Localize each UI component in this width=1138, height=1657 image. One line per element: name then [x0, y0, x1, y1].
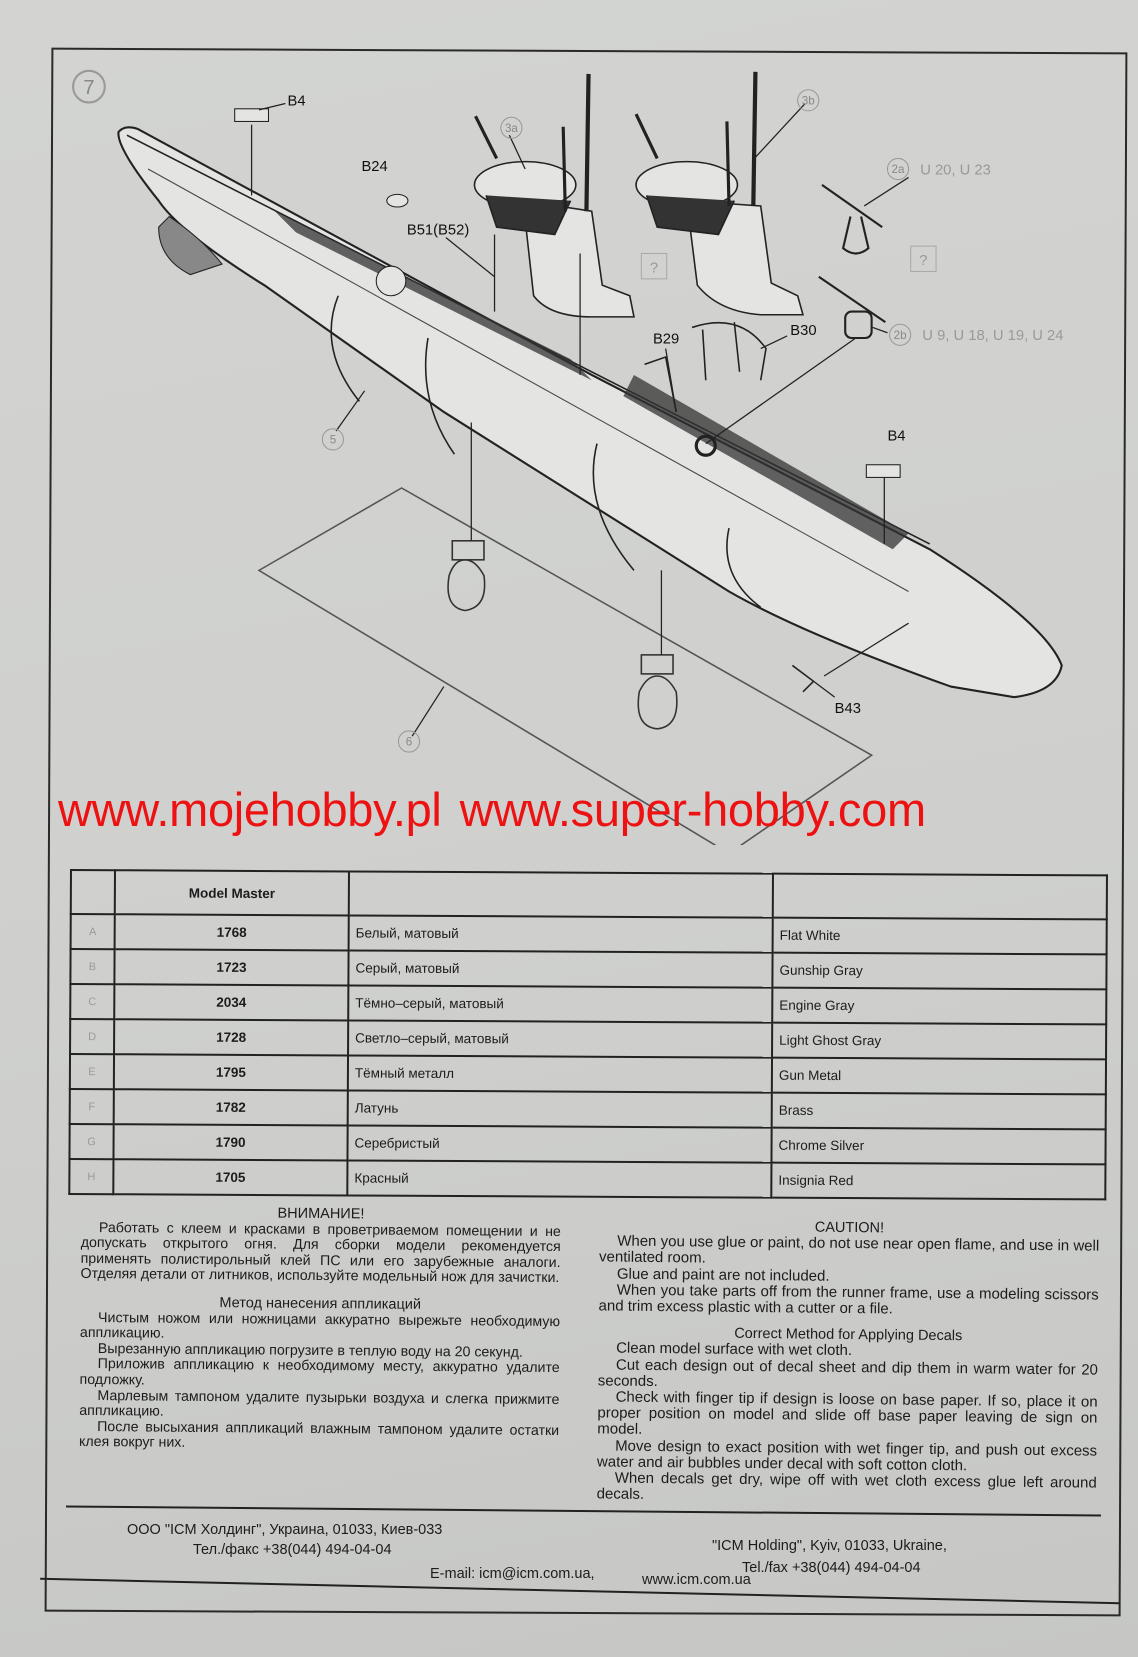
- paint-name-ru: Светло–серый, матовый: [348, 1020, 773, 1058]
- footer-ru-phone: Тел./факс +38(044) 494-04-04: [193, 1542, 392, 1558]
- paint-marker-2: ?: [919, 253, 927, 269]
- label-3a: 3a: [505, 122, 518, 135]
- label-3b: 3b: [802, 95, 815, 108]
- label-2a: 2a: [892, 163, 905, 176]
- label-b29: B29: [653, 331, 679, 347]
- paint-name-ru: Красный: [347, 1160, 772, 1198]
- paint-code: 1795: [113, 1054, 349, 1091]
- part-b4-bottom: [865, 464, 901, 478]
- paint-name-en: Chrome Silver: [771, 1127, 1106, 1165]
- paint-letter: D: [70, 1019, 115, 1055]
- paint-name-ru: Белый, матовый: [348, 915, 773, 953]
- variants-2a: U 20, U 23: [920, 162, 991, 178]
- header-model-master: Model Master: [114, 870, 349, 916]
- railing-b29-b30: [644, 321, 767, 413]
- paint-name-ru: Серый, матовый: [348, 950, 773, 988]
- paint-name-en: Brass: [771, 1092, 1106, 1130]
- header-en: [772, 873, 1107, 920]
- paint-letter: C: [70, 984, 115, 1020]
- conning-tower-3a: [473, 73, 635, 318]
- paint-code: 1723: [114, 949, 349, 986]
- en-caution-text: When you take parts off from the runner …: [598, 1281, 1099, 1318]
- label-b24: B24: [361, 159, 387, 175]
- paint-name-en: Insignia Red: [771, 1162, 1106, 1200]
- paint-marker-1: ?: [650, 261, 658, 277]
- ru-decal-step: Приложив аппликацию к необходимому месту…: [79, 1356, 560, 1389]
- ru-decal-step: После высыхания аппликаций влажным тампо…: [78, 1418, 560, 1452]
- variants-2b: U 9, U 18, U 19, U 24: [922, 328, 1063, 344]
- footer-en-phone: Tel./fax +38(044) 494-04-04: [742, 1560, 921, 1576]
- label-b30: B30: [790, 323, 816, 339]
- paint-code: 1728: [114, 1019, 349, 1056]
- conning-tower-3b: [634, 71, 805, 316]
- paint-name-en: Light Ghost Gray: [772, 1022, 1107, 1060]
- footer-email: E-mail: icm@icm.com.ua,: [430, 1566, 595, 1582]
- paint-name-en: Flat White: [772, 917, 1107, 955]
- ru-decal-step: Марлевым тампоном удалите пузырьки возду…: [79, 1387, 560, 1420]
- step-number-badge: 7: [72, 69, 106, 104]
- label-2b: 2b: [894, 329, 907, 342]
- label-5: 5: [330, 434, 336, 447]
- watermark-site-1: www.mojehobby.pl: [58, 783, 442, 836]
- footer-website: www.icm.com.ua: [642, 1572, 751, 1588]
- gun-2a: [821, 183, 883, 255]
- label-b43: B43: [835, 701, 861, 717]
- step-number: 7: [83, 77, 94, 99]
- paint-letter: E: [69, 1054, 115, 1090]
- paint-letter: A: [70, 914, 115, 950]
- gun-2b: [818, 275, 886, 340]
- paint-name-en: Gunship Gray: [772, 952, 1107, 990]
- footer-en-company: "ICM Holding", Kyiv, 01033, Ukraine,: [712, 1538, 947, 1554]
- paint-code: 1768: [114, 914, 349, 951]
- paint-name-ru: Тёмно–серый, матовый: [348, 985, 773, 1023]
- paint-name-ru: Серебристый: [347, 1125, 772, 1163]
- paint-letter: H: [69, 1159, 114, 1195]
- stand-post-left: [447, 540, 486, 612]
- label-b51: B51(B52): [407, 222, 469, 238]
- label-b4-top: B4: [288, 94, 306, 110]
- paint-code: 2034: [114, 984, 349, 1021]
- watermark-site-2: www.super-hobby.com: [459, 783, 927, 836]
- paint-name-ru: Латунь: [347, 1090, 772, 1128]
- stand-post-right: [637, 654, 678, 730]
- leader-lines: [250, 102, 909, 737]
- part-b43: [791, 664, 815, 693]
- english-instructions: CAUTION! When you use glue or paint, do …: [597, 1217, 1100, 1508]
- label-b4-bottom: B4: [887, 428, 905, 444]
- stand-base: [257, 487, 874, 845]
- paint-letter: B: [70, 949, 115, 985]
- ru-decal-step: Чистым ножом или ножницами аккуратно выр…: [79, 1309, 561, 1342]
- russian-instructions: ВНИМАНИЕ! Работать с клеем и красками в …: [79, 1205, 561, 1455]
- paint-letter: G: [69, 1124, 114, 1160]
- part-b4-top: [234, 108, 270, 122]
- label-6: 6: [406, 736, 412, 749]
- en-decal-step: When decals get dry, wipe off with wet c…: [596, 1469, 1097, 1504]
- assembly-diagram: 7: [72, 69, 1063, 845]
- watermark: www.mojehobby.pl www.super-hobby.com: [58, 782, 944, 837]
- paint-name-ru: Тёмный металл: [347, 1055, 773, 1093]
- paint-table-header: Model Master: [70, 870, 1107, 920]
- paint-letter: F: [69, 1089, 114, 1125]
- paint-code: 1790: [113, 1124, 348, 1161]
- en-decal-step: Check with finger tip if design is loose…: [597, 1388, 1098, 1439]
- footer-ru-company: ООО "ICM Холдинг", Украина, 01033, Киев-…: [127, 1522, 443, 1538]
- header-ru: [348, 871, 773, 918]
- part-b24: [386, 193, 409, 208]
- submarine-hull: [117, 126, 1063, 699]
- paint-code: 1782: [113, 1089, 348, 1126]
- paint-code: 1705: [113, 1159, 348, 1196]
- ru-caution-text: Работать с клеем и красками в проветрива…: [80, 1219, 561, 1287]
- paint-name-en: Gun Metal: [771, 1057, 1107, 1095]
- paint-name-en: Engine Gray: [772, 987, 1107, 1025]
